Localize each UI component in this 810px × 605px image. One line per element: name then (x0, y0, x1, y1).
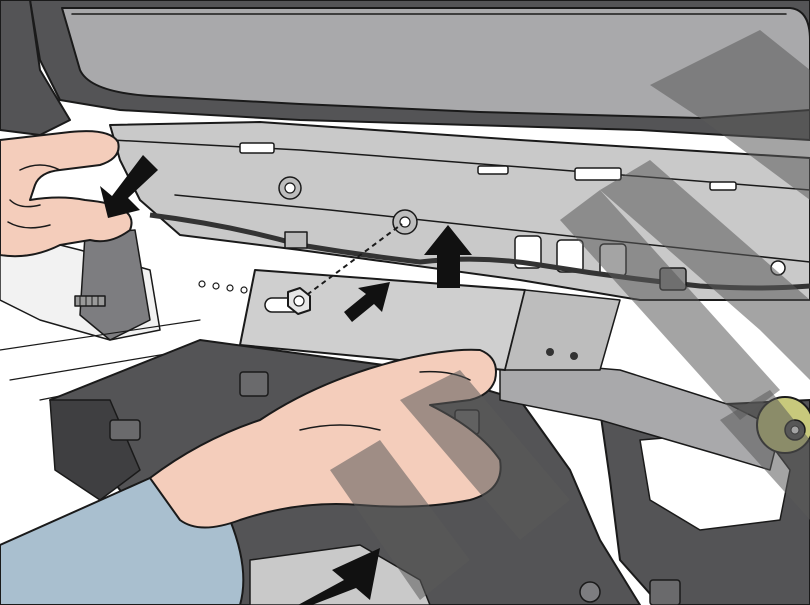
harness-clip-left (285, 232, 307, 248)
mounting-stud (75, 296, 105, 306)
stud-receptacle-hole (400, 217, 410, 227)
trim-clip-3 (110, 420, 140, 440)
trim-clip-1 (240, 372, 268, 396)
floor-holes (199, 281, 247, 293)
left-hand (0, 131, 132, 256)
left-dark-plate (80, 230, 150, 340)
bracket-flange (505, 290, 620, 370)
bottom-clip (650, 580, 680, 605)
retaining-nut-hole (294, 296, 304, 306)
bottom-fastener (580, 582, 600, 602)
trim-round-boss-inner (285, 183, 295, 193)
